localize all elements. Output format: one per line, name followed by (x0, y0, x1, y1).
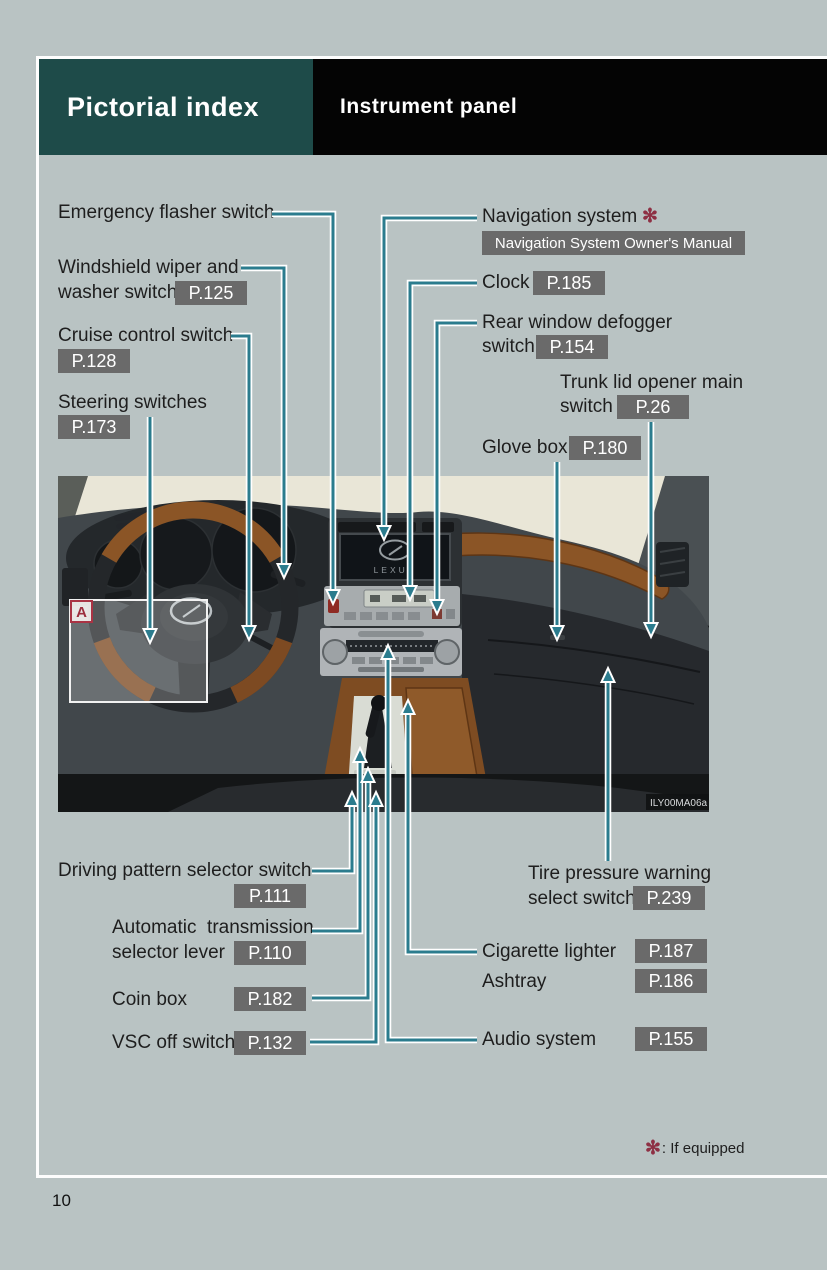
section-header: Pictorial index (39, 59, 313, 155)
dashboard-photo: LEXUS (58, 476, 709, 812)
photo-watermark: ILY00MA06a (646, 794, 709, 810)
dashboard-illustration: LEXUS (58, 476, 709, 812)
page-ref-badge: P.187 (635, 939, 707, 963)
lexus-hub-logo (169, 597, 213, 625)
callout-tire-pressure-line2: select switch (528, 888, 636, 909)
turn-signal-stalk (100, 589, 132, 602)
page-ref-badge: P.173 (58, 415, 130, 439)
page-ref-badge: P.185 (533, 271, 605, 295)
center-stack: LEXUS (320, 518, 462, 676)
glove-box-seam-lower (493, 673, 695, 705)
callout-trunk-lid-line1: Trunk lid opener main (560, 372, 744, 393)
callout-steering-switches: Steering switches (58, 392, 207, 413)
page-ref-badge: P.154 (536, 335, 608, 359)
footnote-asterisk: ✻ (645, 1138, 661, 1159)
callout-ashtray: Ashtray (482, 971, 547, 992)
callout-vsc-off: VSC off switch (112, 1032, 236, 1053)
callout-driving-pattern: Driving pattern selector switch (58, 860, 312, 881)
wood-trim-dash (419, 532, 670, 600)
nav-manual-badge: Navigation System Owner's Manual (482, 231, 745, 255)
shift-lever (365, 702, 382, 738)
callout-tire-pressure-line1: Tire pressure warning (528, 863, 712, 884)
callout-emergency-flasher: Emergency flasher switch (58, 202, 275, 223)
page-title: Instrument panel (340, 95, 518, 118)
audio-knob-left (322, 639, 348, 665)
callout-windshield-wiper-line1: Windshield wiper and (58, 257, 239, 278)
page-ref-badge: P.155 (635, 1027, 707, 1051)
page-ref-badge: P.239 (633, 886, 705, 910)
page-ref-badge: P.26 (617, 395, 689, 419)
page-ref-badge: P.182 (234, 987, 306, 1011)
vsc-off-line (310, 789, 385, 1046)
glove-box-seam (487, 639, 701, 673)
page-ref-badge: P.180 (569, 436, 641, 460)
callout-cruise-control: Cruise control switch (58, 325, 234, 346)
callout-audio-system: Audio system (482, 1029, 597, 1050)
callout-auto-transmission-line2: selector lever (112, 942, 225, 963)
hazard-switch (328, 599, 339, 613)
inset-box-label: A (76, 604, 87, 621)
audio-knob-right (434, 639, 460, 665)
center-vent-right (422, 522, 454, 532)
callout-cigarette-lighter: Cigarette lighter (482, 941, 617, 962)
page-ref-badge: P.125 (175, 281, 247, 305)
page-ref-badge: P.111 (234, 884, 306, 908)
page-ref-badge: P.132 (234, 1031, 306, 1055)
side-vent-right (656, 542, 689, 587)
center-vent (338, 522, 416, 532)
glove-box-latch (550, 635, 565, 640)
footnote-text: : If equipped (661, 1140, 745, 1157)
page-ref-badge: P.128 (58, 349, 130, 373)
if-equipped-asterisk: ✻ (642, 206, 658, 227)
footnote: ✻ : If equipped (645, 1138, 745, 1159)
page-header: Instrument panel (313, 59, 827, 155)
page-ref-badge: P.110 (234, 941, 306, 965)
page-number: 10 (52, 1191, 71, 1210)
lower-dash (462, 594, 709, 812)
callout-rear-defogger-line1: Rear window defogger (482, 312, 673, 333)
defogger-switch (432, 609, 442, 619)
section-title: Pictorial index (67, 91, 260, 122)
page-ref-badge: P.186 (635, 969, 707, 993)
svg-text:ILY00MA06a: ILY00MA06a (650, 798, 708, 809)
steering-wheel (87, 501, 306, 713)
callout-coin-box: Coin box (112, 989, 187, 1010)
inset-box-a: A (69, 599, 208, 703)
lexus-logo-text: LEXUS (374, 565, 417, 575)
callout-auto-transmission-line1: Automatic transmission (112, 917, 314, 938)
